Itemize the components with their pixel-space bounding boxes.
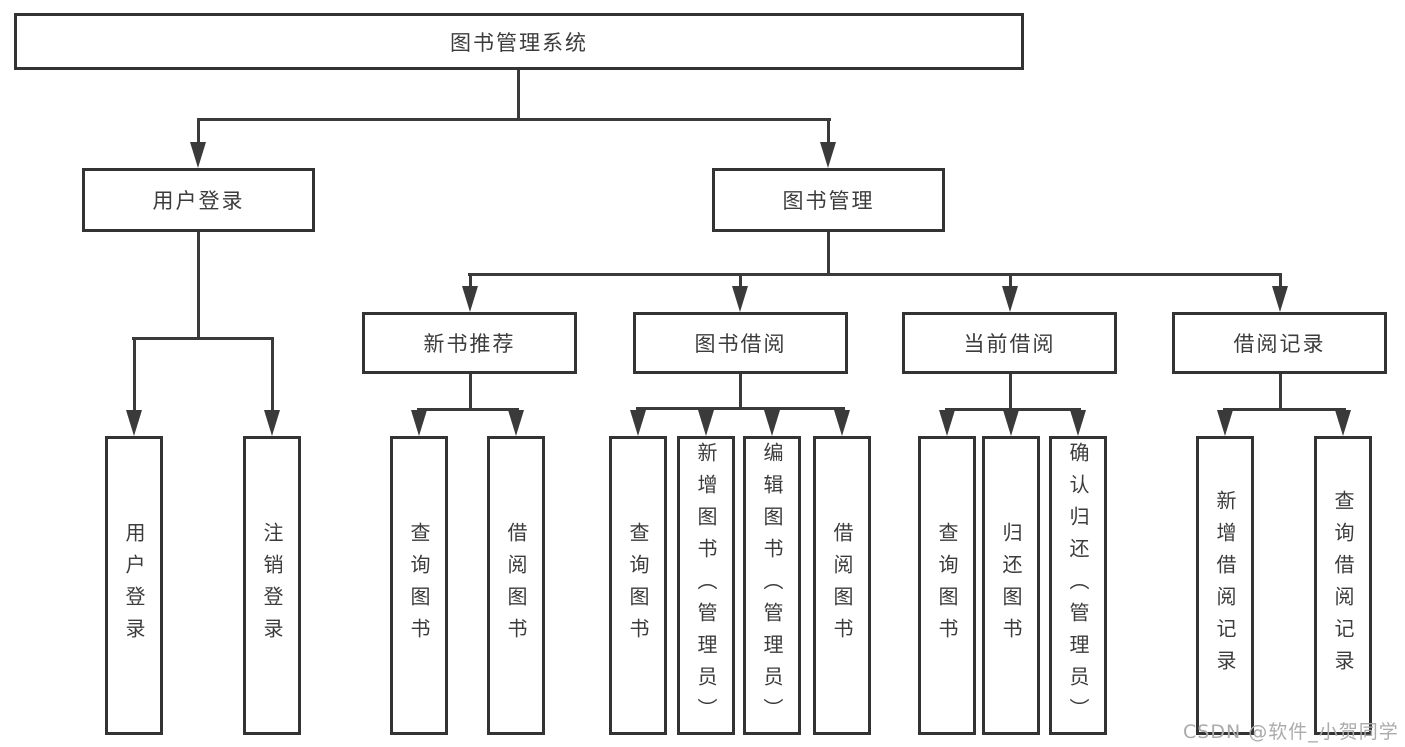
node-label: 图书管理 bbox=[782, 189, 875, 213]
arrow-head-icon bbox=[732, 286, 748, 312]
node-library-management-system: 图书管理系统 bbox=[14, 13, 1024, 70]
leaf-borrow-books-recommend: 借阅图书 bbox=[487, 436, 545, 735]
connector-line bbox=[197, 232, 200, 340]
node-label: 图书管理系统 bbox=[450, 30, 588, 55]
connector-line bbox=[517, 70, 520, 121]
node-user-login: 用户登录 bbox=[82, 168, 315, 232]
leaf-label: 编辑图书（管理员） bbox=[760, 441, 784, 730]
connector-line bbox=[945, 408, 1081, 411]
leaf-label: 归还图书 bbox=[999, 521, 1023, 650]
leaf-label: 查询图书 bbox=[626, 521, 650, 650]
arrow-head-icon bbox=[630, 410, 646, 436]
connector-line bbox=[417, 408, 519, 411]
leaf-label: 查询借阅记录 bbox=[1331, 489, 1355, 682]
leaf-label: 借阅图书 bbox=[504, 521, 528, 650]
leaf-label: 借阅图书 bbox=[830, 521, 854, 650]
connector-line bbox=[469, 273, 472, 291]
node-new-book-recommendation: 新书推荐 bbox=[362, 312, 577, 374]
leaf-label: 用户登录 bbox=[122, 521, 146, 650]
arrow-head-icon bbox=[698, 410, 714, 436]
leaf-logout: 注销登录 bbox=[243, 436, 301, 735]
leaf-label: 查询图书 bbox=[935, 521, 959, 650]
arrow-head-icon bbox=[264, 410, 280, 436]
arrow-head-icon bbox=[462, 286, 478, 312]
node-label: 当前借阅 bbox=[963, 332, 1056, 356]
leaf-label: 新增图书（管理员） bbox=[694, 441, 718, 730]
connector-line bbox=[827, 118, 830, 146]
leaf-edit-books-admin: 编辑图书（管理员） bbox=[743, 436, 801, 735]
connector-line bbox=[827, 232, 830, 276]
arrow-head-icon bbox=[190, 142, 206, 168]
node-label: 借阅记录 bbox=[1233, 332, 1326, 356]
connector-line bbox=[271, 337, 274, 413]
connector-line bbox=[468, 273, 1282, 276]
leaf-label: 注销登录 bbox=[260, 521, 284, 650]
arrow-head-icon bbox=[1335, 410, 1351, 436]
connector-line bbox=[132, 337, 274, 340]
leaf-add-borrow-record: 新增借阅记录 bbox=[1196, 436, 1254, 735]
arrow-head-icon bbox=[1217, 410, 1233, 436]
leaf-confirm-return-admin: 确认归还（管理员） bbox=[1049, 436, 1107, 735]
node-label: 图书借阅 bbox=[694, 332, 787, 356]
connector-line bbox=[469, 374, 472, 411]
arrow-head-icon bbox=[834, 410, 850, 436]
leaf-borrow-books: 借阅图书 bbox=[813, 436, 871, 735]
node-book-management: 图书管理 bbox=[712, 168, 945, 232]
connector-line bbox=[739, 374, 742, 410]
arrow-head-icon bbox=[1070, 410, 1086, 436]
arrow-head-icon bbox=[126, 410, 142, 436]
node-book-borrowing: 图书借阅 bbox=[633, 312, 848, 374]
connector-line bbox=[133, 337, 136, 413]
leaf-label: 新增借阅记录 bbox=[1213, 489, 1237, 682]
node-borrowing-records: 借阅记录 bbox=[1172, 312, 1387, 374]
connector-line bbox=[1279, 374, 1282, 411]
arrow-head-icon bbox=[939, 410, 955, 436]
arrow-head-icon bbox=[1272, 286, 1288, 312]
arrow-head-icon bbox=[764, 410, 780, 436]
connector-line bbox=[1279, 273, 1282, 291]
arrow-head-icon bbox=[820, 142, 836, 168]
connector-line bbox=[197, 118, 831, 121]
connector-line bbox=[1009, 374, 1012, 411]
connector-line bbox=[739, 273, 742, 291]
arrow-head-icon bbox=[1003, 410, 1019, 436]
arrow-head-icon bbox=[411, 410, 427, 436]
leaf-add-books-admin: 新增图书（管理员） bbox=[677, 436, 735, 735]
arrow-head-icon bbox=[1002, 286, 1018, 312]
connector-line bbox=[197, 118, 200, 146]
leaf-user-login: 用户登录 bbox=[105, 436, 163, 735]
connector-line bbox=[1223, 408, 1346, 411]
leaf-query-books-borrowing: 查询图书 bbox=[609, 436, 667, 735]
leaf-query-borrow-record: 查询借阅记录 bbox=[1314, 436, 1372, 735]
leaf-return-books: 归还图书 bbox=[982, 436, 1040, 735]
node-label: 新书推荐 bbox=[423, 332, 516, 356]
leaf-query-books-current: 查询图书 bbox=[918, 436, 976, 735]
connector-line bbox=[636, 407, 845, 410]
leaf-label: 查询图书 bbox=[407, 521, 431, 650]
connector-line bbox=[1009, 273, 1012, 291]
leaf-query-books-recommend: 查询图书 bbox=[390, 436, 448, 735]
node-current-borrowing: 当前借阅 bbox=[902, 312, 1117, 374]
leaf-label: 确认归还（管理员） bbox=[1066, 441, 1090, 730]
arrow-head-icon bbox=[508, 410, 524, 436]
csdn-watermark: CSDN @软件_小贺同学 bbox=[1183, 721, 1399, 743]
node-label: 用户登录 bbox=[152, 189, 245, 213]
